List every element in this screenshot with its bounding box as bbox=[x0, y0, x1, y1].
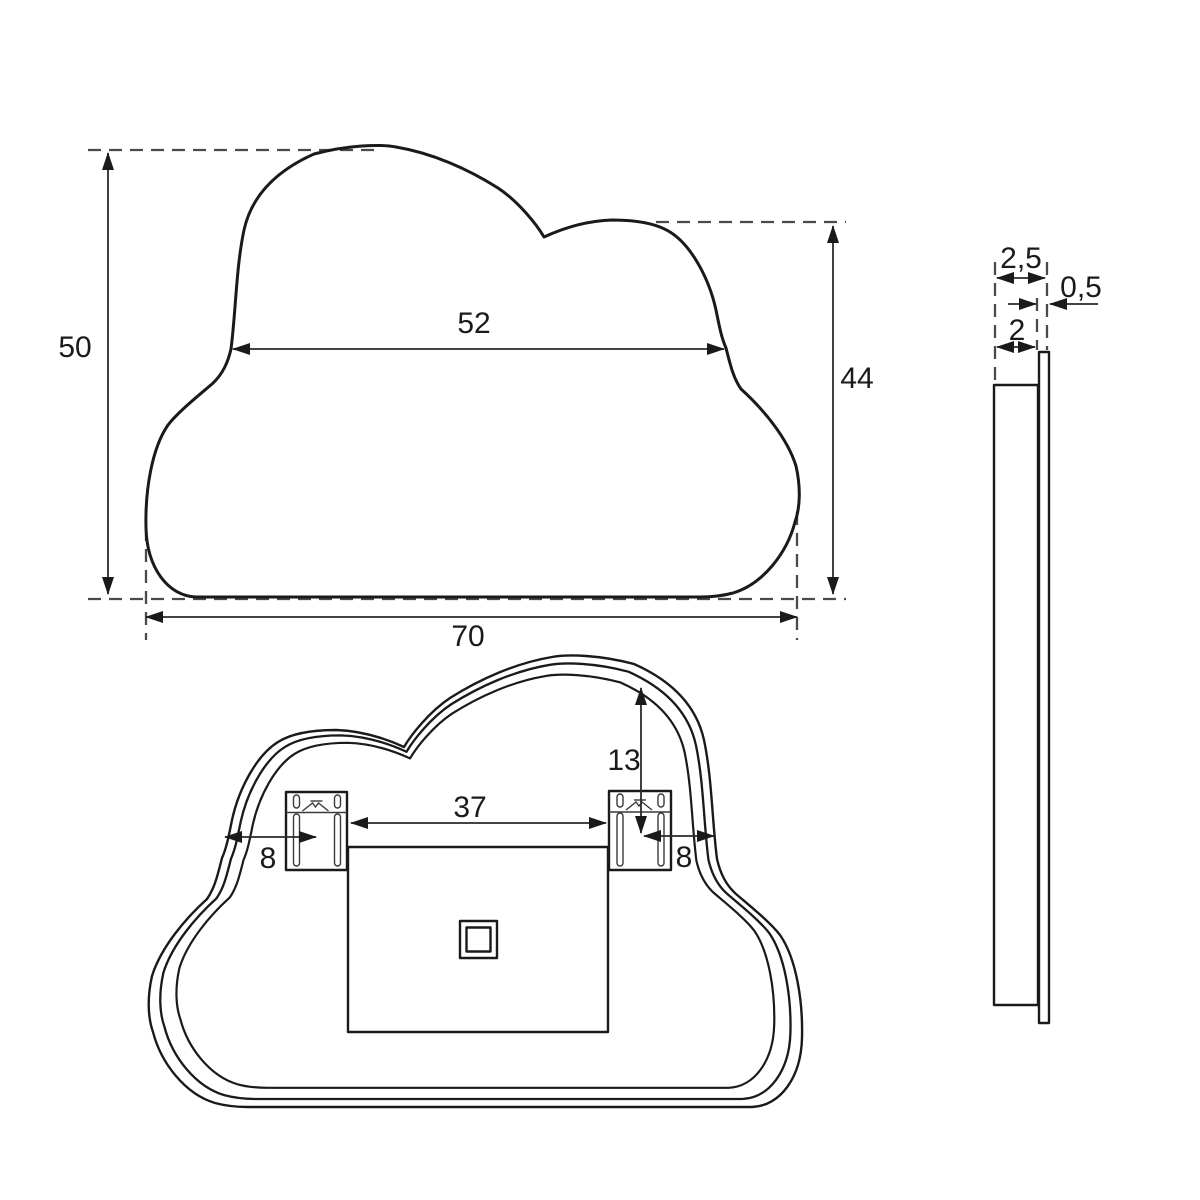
back-cloud-outlines bbox=[147, 654, 804, 1109]
cloud-outline-front bbox=[144, 143, 801, 599]
dimension-sheet-0-5: 0,5 bbox=[1008, 271, 1102, 310]
dimension-label-37: 37 bbox=[453, 791, 486, 824]
dimension-label-70: 70 bbox=[451, 620, 484, 653]
front-view: 50 52 44 70 bbox=[58, 143, 874, 653]
bracket-slot-left-lower bbox=[292, 813, 301, 867]
center-square-inner bbox=[465, 926, 492, 953]
dimension-height-44: 44 bbox=[827, 225, 874, 595]
dimension-label-52: 52 bbox=[457, 307, 490, 340]
back-panel bbox=[346, 845, 610, 1034]
dimension-right-offset-8: 8 bbox=[643, 830, 715, 874]
dimension-width-70: 70 bbox=[145, 611, 798, 653]
dimension-label-13: 13 bbox=[607, 744, 640, 777]
bracket-slot-left-upper bbox=[616, 793, 624, 808]
side-body-panel bbox=[992, 383, 1040, 1007]
dimension-body-2: 2 bbox=[996, 314, 1036, 353]
bracket-sawtooth bbox=[625, 801, 653, 811]
dimension-height-50: 50 bbox=[58, 152, 114, 595]
hanging-bracket-right bbox=[607, 789, 673, 872]
bracket-slot-right-upper bbox=[333, 794, 342, 809]
back-cloud-outline-middle bbox=[159, 662, 792, 1101]
dimension-label-0-5: 0,5 bbox=[1060, 271, 1102, 304]
dimension-label-2-5: 2,5 bbox=[1000, 242, 1042, 275]
bracket-slot-right-lower bbox=[333, 813, 342, 867]
dimension-bracket-span-37: 37 bbox=[350, 791, 607, 829]
bracket-slot-left-lower bbox=[616, 812, 624, 867]
hanging-bracket-left bbox=[284, 790, 349, 872]
dimension-label-2: 2 bbox=[1009, 314, 1026, 347]
back-view: 37 8 8 13 bbox=[147, 654, 804, 1109]
side-front-sheet bbox=[1037, 350, 1051, 1025]
bracket-slot-right-upper bbox=[657, 793, 665, 808]
back-cloud-outline-inner bbox=[175, 673, 776, 1089]
dimension-label-44: 44 bbox=[840, 362, 873, 395]
bracket-body bbox=[284, 790, 349, 872]
center-square-outer bbox=[458, 919, 499, 960]
dimension-bracket-top-13: 13 bbox=[607, 687, 647, 834]
side-view: 2,5 0,5 2 bbox=[992, 242, 1102, 1025]
bracket-slot-right-lower bbox=[657, 812, 665, 867]
dimension-left-offset-8: 8 bbox=[224, 831, 317, 875]
dimension-label-50: 50 bbox=[58, 331, 91, 364]
back-cloud-outline-outer bbox=[147, 654, 804, 1109]
dimension-width-52: 52 bbox=[232, 307, 725, 355]
bracket-body bbox=[607, 789, 673, 872]
bracket-slot-left-upper bbox=[292, 794, 301, 809]
dimension-label-8-left: 8 bbox=[260, 842, 277, 875]
bracket-sawtooth bbox=[302, 802, 329, 812]
dimension-label-8-right: 8 bbox=[676, 841, 693, 874]
dimension-depth-2-5: 2,5 bbox=[996, 242, 1046, 284]
